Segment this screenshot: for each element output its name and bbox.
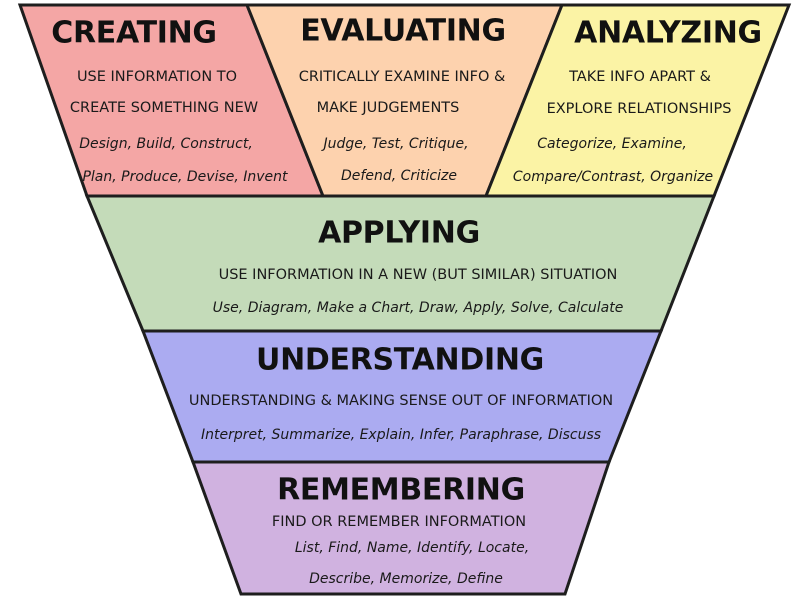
understanding-description: UNDERSTANDING & MAKING SENSE OUT OF INFO… xyxy=(188,393,614,409)
evaluating-examples-line-1: Judge, Test, Critique, xyxy=(323,136,469,152)
creating-description-line-1: USE INFORMATION TO xyxy=(76,69,238,85)
remembering-section xyxy=(190,460,612,596)
remembering-title: REMEMBERING xyxy=(277,472,525,508)
remembering-examples-line-2: Describe, Memorize, Define xyxy=(309,571,503,587)
analyzing-description-line-2: EXPLORE RELATIONSHIPS xyxy=(546,101,732,117)
creating-title: CREATING xyxy=(51,15,217,51)
analyzing-title: ANALYZING xyxy=(574,15,762,51)
analyzing-description-line-1: TAKE INFO APART & xyxy=(569,69,711,85)
understanding-title: UNDERSTANDING xyxy=(256,342,544,378)
applying-description: USE INFORMATION IN A NEW (BUT SIMILAR) S… xyxy=(218,267,618,283)
evaluating-title: EVALUATING xyxy=(300,13,506,49)
evaluating-examples-line-2: Defend, Criticize xyxy=(341,168,457,184)
applying-title: APPLYING xyxy=(318,215,480,251)
creating-examples-line-2: Plan, Produce, Devise, Invent xyxy=(82,169,288,185)
creating-description-line-2: CREATE SOMETHING NEW xyxy=(69,100,259,116)
applying-examples: Use, Diagram, Make a Chart, Draw, Apply,… xyxy=(212,300,624,316)
remembering-examples-line-1: List, Find, Name, Identify, Locate, xyxy=(294,540,530,556)
evaluating-description-line-1: CRITICALLY EXAMINE INFO & xyxy=(298,69,506,85)
creating-examples-line-1: Design, Build, Construct, xyxy=(79,136,253,152)
analyzing-examples-line-1: Categorize, Examine, xyxy=(537,136,687,152)
analyzing-examples-line-2: Compare/Contrast, Organize xyxy=(512,169,714,185)
evaluating-description-line-2: MAKE JUDGEMENTS xyxy=(316,100,460,116)
remembering-description: FIND OR REMEMBER INFORMATION xyxy=(271,514,527,530)
understanding-examples: Interpret, Summarize, Explain, Infer, Pa… xyxy=(200,427,602,443)
